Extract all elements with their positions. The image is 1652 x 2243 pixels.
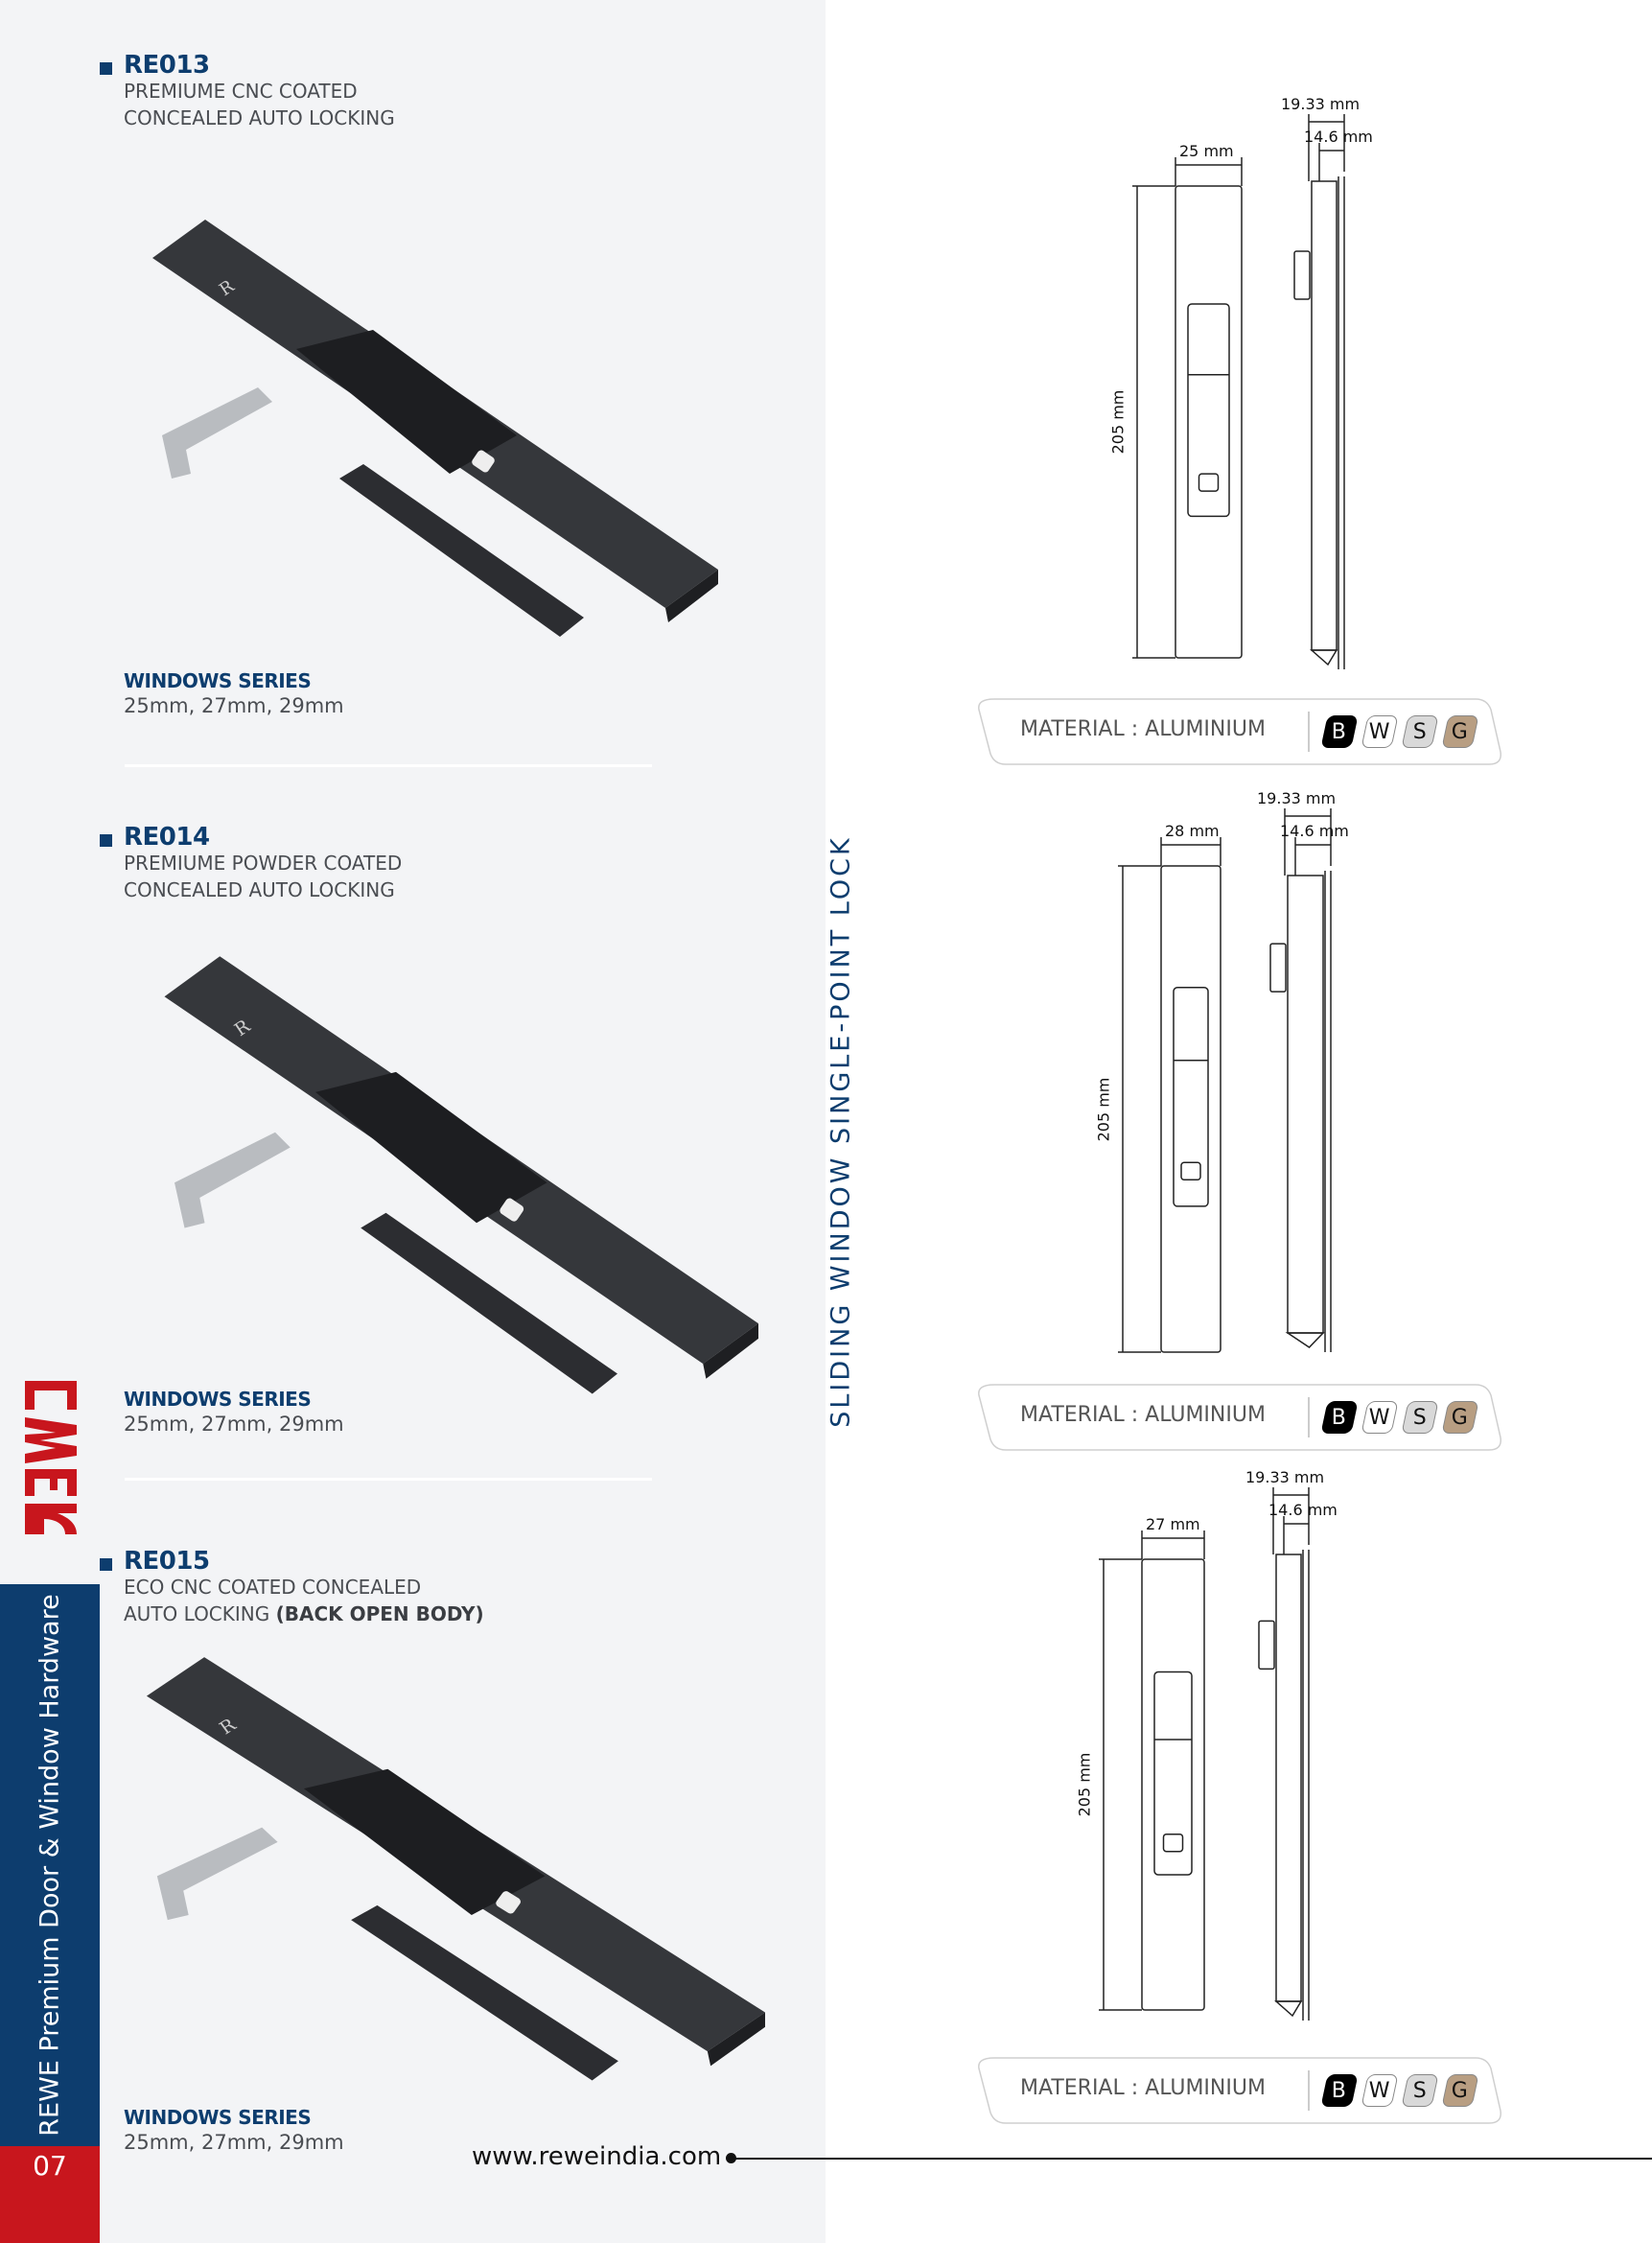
depth-inner-dimension: 14.6 mm	[1280, 822, 1349, 840]
front-view	[1175, 185, 1243, 659]
series-sizes: 25mm, 27mm, 29mm	[124, 2131, 344, 2154]
page-number: 07	[33, 2150, 67, 2182]
product-code: RE013	[124, 51, 210, 80]
product-image: R	[146, 1657, 765, 2081]
product-code: RE015	[124, 1547, 210, 1576]
front-view	[1141, 1558, 1205, 2011]
series-label: WINDOWS SERIES	[124, 2106, 312, 2129]
depth-inner-dimension: 14.6 mm	[1268, 1501, 1338, 1519]
bullet-marker	[100, 834, 112, 847]
depth-total-dimension: 19.33 mm	[1281, 95, 1361, 113]
lock-symbol-icon	[472, 450, 495, 473]
material-separator	[1308, 1397, 1310, 1437]
width-dimension: 28 mm	[1165, 822, 1220, 840]
product-code: RE014	[124, 823, 210, 852]
bullet-marker	[100, 62, 112, 75]
side-view	[1287, 875, 1324, 1334]
series-sizes: 25mm, 27mm, 29mm	[124, 694, 344, 717]
footer-line	[734, 2158, 1652, 2160]
width-dimension: 27 mm	[1146, 1515, 1200, 1533]
product-image: R	[164, 956, 758, 1394]
latch-hook	[175, 1132, 291, 1228]
depth-total-dimension: 19.33 mm	[1257, 789, 1337, 807]
front-view	[1160, 865, 1222, 1353]
latch-hook	[156, 1827, 278, 1921]
strike-plate	[339, 464, 584, 637]
material-separator	[1308, 2070, 1310, 2111]
series-label: WINDOWS SERIES	[124, 1388, 312, 1411]
handle-recess	[315, 1071, 547, 1224]
desc-text: AUTO LOCKING	[124, 1602, 276, 1625]
handle-recess	[303, 1768, 546, 1916]
height-dimension: 205 mm	[1075, 1752, 1094, 1817]
material-label: MATERIAL : ALUMINIUM	[1020, 1403, 1266, 1427]
sidebar-band	[0, 1584, 100, 2146]
lock-symbol-icon	[500, 1198, 524, 1222]
section-title: SLIDING WINDOW SINGLE-POINT LOCK	[826, 835, 856, 1428]
footer-dot	[726, 2153, 736, 2163]
width-dimension: 25 mm	[1179, 142, 1234, 160]
product-image: R	[152, 220, 718, 637]
lock-symbol-icon	[496, 1891, 522, 1914]
product-desc-line1: PREMIUME CNC COATED	[124, 80, 358, 103]
desc-bold: (BACK OPEN BODY)	[275, 1602, 484, 1625]
page-number-band	[0, 2146, 100, 2243]
product-desc-line2: AUTO LOCKING (BACK OPEN BODY)	[124, 1600, 484, 1627]
height-dimension: 205 mm	[1094, 1077, 1113, 1141]
website-link[interactable]: www.reweindia.com	[472, 2142, 722, 2171]
depth-inner-dimension: 14.6 mm	[1304, 128, 1373, 146]
side-view	[1275, 1554, 1302, 2002]
sidebar-caption: REWE Premium Door & Window Hardware	[35, 1594, 65, 2137]
section-divider	[125, 1478, 652, 1481]
height-dimension: 205 mm	[1108, 389, 1128, 455]
latch-hook	[162, 387, 272, 479]
handle-recess	[296, 330, 517, 474]
product-desc-line2: CONCEALED AUTO LOCKING	[124, 105, 395, 131]
product-desc-line1: ECO CNC COATED CONCEALED	[124, 1576, 422, 1599]
desc-text: CONCEALED AUTO LOCKING	[124, 878, 395, 901]
product-desc-line1: PREMIUME POWDER COATED	[124, 852, 403, 875]
product-desc-line2: CONCEALED AUTO LOCKING	[124, 876, 395, 903]
series-label: WINDOWS SERIES	[124, 669, 312, 692]
side-view	[1311, 180, 1338, 651]
strike-plate	[361, 1212, 617, 1394]
section-divider	[125, 764, 652, 767]
rewe-logo	[25, 1381, 77, 1534]
material-label: MATERIAL : ALUMINIUM	[1020, 717, 1266, 741]
material-separator	[1308, 712, 1310, 752]
bullet-marker	[100, 1558, 112, 1571]
strike-plate	[351, 1904, 618, 2081]
desc-text: CONCEALED AUTO LOCKING	[124, 106, 395, 129]
series-sizes: 25mm, 27mm, 29mm	[124, 1413, 344, 1436]
material-label: MATERIAL : ALUMINIUM	[1020, 2076, 1266, 2100]
depth-total-dimension: 19.33 mm	[1245, 1468, 1325, 1486]
